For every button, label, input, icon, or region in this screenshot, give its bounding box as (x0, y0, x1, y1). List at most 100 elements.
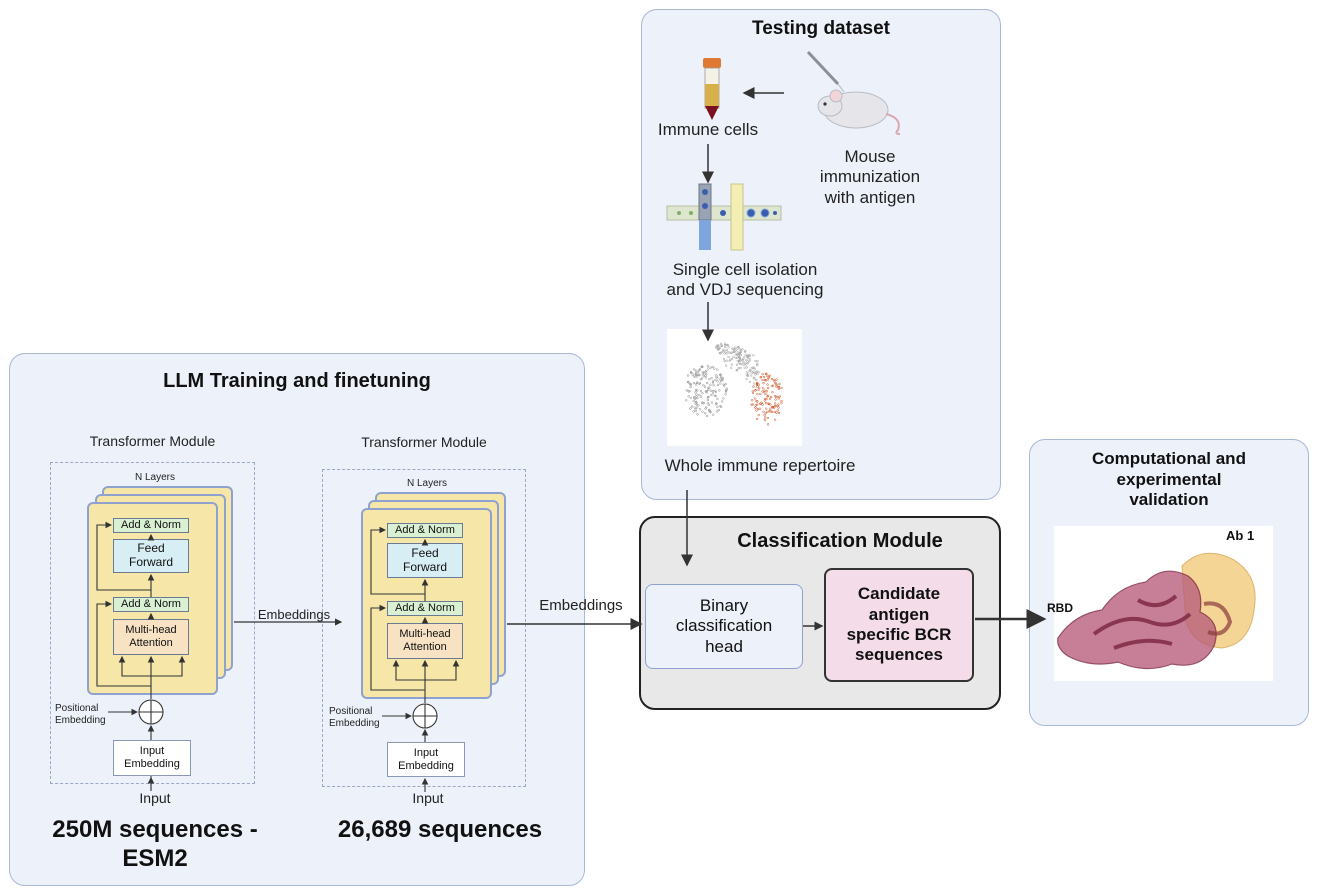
umap-point (698, 368, 702, 371)
positional-embedding-label-2: Positional Embedding (329, 706, 380, 729)
umap-point (766, 378, 769, 381)
multi-head-attention-block-2: Multi-head Attention (387, 623, 463, 659)
umap-point (763, 418, 767, 422)
umap-point (701, 392, 704, 395)
umap-point (693, 395, 696, 399)
umap-point (739, 353, 742, 357)
umap-point (689, 396, 692, 400)
umap-point (755, 399, 758, 403)
umap-point (763, 413, 766, 417)
umap-point (767, 402, 770, 405)
umap-point (698, 382, 702, 385)
umap-point (730, 357, 734, 361)
umap-point (774, 381, 777, 385)
umap-point (735, 363, 739, 366)
umap-point (710, 393, 713, 397)
transformer-module-frame-2 (322, 469, 526, 787)
umap-point (694, 383, 698, 386)
umap-point (699, 395, 703, 398)
umap-point (765, 398, 768, 401)
umap-point (761, 403, 764, 406)
umap-point (701, 402, 704, 405)
input-label-1: Input (139, 790, 171, 806)
umap-point (727, 355, 730, 359)
umap-point (746, 361, 750, 365)
umap-point (693, 397, 696, 400)
umap-point (725, 350, 728, 353)
caption-26689: 26,689 sequences (337, 816, 543, 843)
umap-point (706, 402, 710, 405)
umap-point (707, 367, 710, 370)
umap-point (714, 389, 717, 392)
umap-point (722, 349, 725, 353)
umap-point (738, 351, 742, 354)
umap-point (728, 359, 731, 362)
umap-point (716, 383, 720, 387)
add-norm-top-1: Add & Norm (113, 518, 189, 533)
umap-point (711, 365, 714, 369)
umap-point (769, 407, 772, 410)
umap-point (771, 391, 774, 394)
umap-point (764, 379, 768, 382)
umap-point (699, 389, 703, 393)
umap-point (695, 381, 699, 384)
umap-point (764, 397, 767, 401)
umap-point (755, 382, 759, 386)
umap-point (730, 366, 733, 370)
umap-point (739, 366, 742, 370)
umap-point (718, 351, 721, 355)
umap-point (687, 390, 690, 393)
umap-point (701, 373, 704, 376)
umap-point (716, 410, 719, 413)
umap-point (695, 373, 698, 376)
umap-point (698, 393, 701, 397)
classification-module-title: Classification Module (737, 530, 943, 552)
umap-point (701, 410, 704, 413)
umap-point (726, 343, 729, 347)
umap-point (709, 383, 712, 386)
umap-point (777, 406, 780, 409)
umap-point (776, 409, 779, 412)
umap-point (690, 371, 693, 375)
umap-point (774, 395, 777, 399)
umap-point (760, 401, 763, 404)
umap-point (736, 359, 739, 363)
umap-point (755, 381, 759, 385)
umap-point (755, 417, 759, 421)
umap-point (766, 394, 770, 397)
umap-point (751, 366, 754, 369)
binary-classification-head: Binary classification head (645, 584, 803, 669)
umap-point (705, 381, 709, 385)
umap-point (770, 385, 774, 388)
umap-point (773, 410, 776, 414)
umap-point (716, 397, 719, 400)
umap-point (776, 404, 779, 407)
umap-point (696, 413, 699, 416)
umap-point (697, 373, 701, 376)
umap-point (764, 392, 767, 396)
umap-point (755, 378, 758, 382)
umap-point (736, 356, 739, 359)
umap-point (733, 348, 736, 352)
umap-point (766, 386, 770, 390)
umap-point (746, 374, 750, 377)
umap-point (720, 405, 723, 409)
umap-point (745, 377, 748, 381)
umap-point (719, 373, 722, 376)
umap-point (693, 406, 696, 409)
embeddings-label-between: Embeddings (257, 607, 331, 622)
umap-point (693, 368, 696, 371)
add-norm-top-2: Add & Norm (387, 523, 463, 538)
umap-point (725, 388, 728, 391)
umap-point (710, 377, 713, 380)
umap-point (742, 357, 745, 360)
umap-point (742, 360, 745, 364)
umap-point (761, 373, 764, 376)
umap-point (714, 378, 717, 382)
umap-point (756, 372, 759, 375)
input-label-2: Input (412, 790, 444, 806)
umap-point (748, 354, 752, 358)
umap-point (709, 366, 712, 369)
umap-point (696, 375, 699, 378)
